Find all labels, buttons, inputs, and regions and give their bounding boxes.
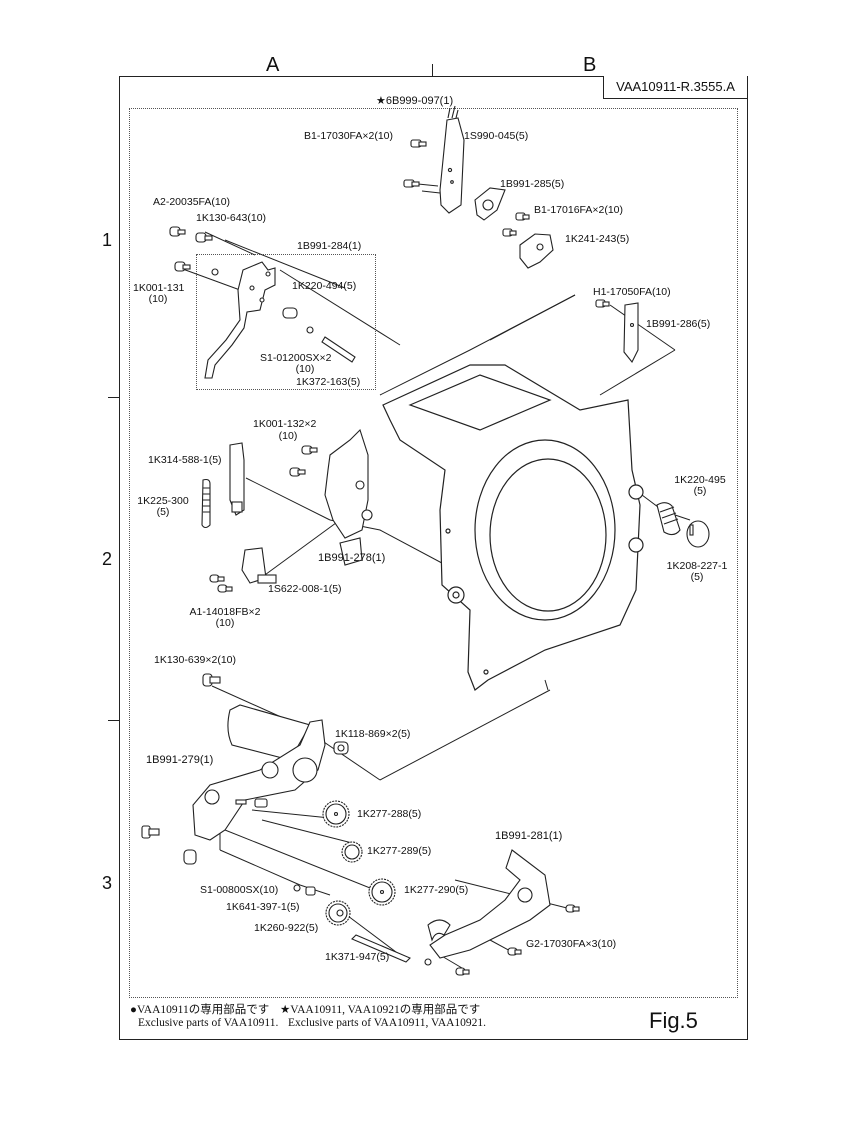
part-label: (5) [690,571,704,583]
part-label: 1K130-639×2(10) [154,654,237,666]
grid-row-3: 3 [102,873,113,893]
part-label: (10) [148,293,168,305]
grid-column-b: B [583,54,597,76]
grid-divider-1-2 [108,397,120,398]
part-label: (10) [295,363,315,375]
part-label: G2-17030FA×3(10) [526,938,617,950]
document-id: VAA10911-R.3555.A [603,76,747,99]
part-label: A2-20035FA(10) [153,196,231,208]
assembly-title: ★6B999-097(1) [376,95,454,107]
part-label: 1K277-288(5) [357,808,422,820]
part-label: (5) [156,506,170,518]
part-label: 1K277-290(5) [404,884,469,896]
drawing-frame [119,76,748,1040]
note-circle-jp: ●VAA10911の専用部品です [130,1004,270,1016]
part-label: (10) [278,430,298,442]
part-label: 1K130-643(10) [196,212,267,224]
part-label: (10) [215,617,235,629]
part-label: 1K220-494(5) [292,280,357,292]
part-label: 1B991-279(1) [146,754,214,766]
grid-row-2: 2 [102,549,113,569]
part-label: 1S990-045(5) [464,130,529,142]
part-label: 1K118-869×2(5) [335,728,411,740]
grid-column-a: A [266,54,280,76]
part-label: 1K260-922(5) [254,922,319,934]
part-label: 1K220-495 [674,474,726,486]
assembly-boundary [129,108,738,998]
part-label: 1K371-947(5) [325,951,390,963]
gears [293,800,411,963]
part-label: A1-14018FB×2 [189,606,261,618]
note-circle-en: Exclusive parts of VAA10911. [138,1017,279,1029]
grid-row-1: 1 [102,230,113,250]
part-label: 1K372-163(5) [296,376,361,388]
part-label: 1K001-132×2 [253,418,317,430]
part-label: 1K277-289(5) [367,845,432,857]
part-label: 1B991-281(1) [495,830,563,842]
figure-label: Fig.5 [649,1008,698,1033]
note-star-jp: ★VAA10911, VAA10921の専用部品です [280,1004,481,1016]
part-label: 1B991-285(5) [500,178,565,190]
part-label: 1K208-227-1 [666,560,728,572]
part-label: H1-17050FA(10) [593,286,671,298]
note-star-en: Exclusive parts of VAA10911, VAA10921. [288,1017,487,1029]
part-label: (5) [693,485,707,497]
part-label: 1B991-278(1) [318,552,386,564]
grid-divider-2-3 [108,720,120,721]
part-label: 1K241-243(5) [565,233,630,245]
part-label: 1K314-588-1(5) [148,454,222,466]
part-label: 1B991-284(1) [297,240,362,252]
part-label: 1K001-131 [133,282,185,294]
part-label: B1-17016FA×2(10) [534,204,624,216]
part-label: 1B991-286(5) [646,318,711,330]
subassembly-boundary [196,254,376,390]
part-label: 1S622-008-1(5) [268,583,342,595]
part-label: B1-17030FA×2(10) [304,130,394,142]
grid-divider-top [432,64,433,76]
part-label: S1-00800SX(10) [200,884,279,896]
part-label: S1-01200SX×2 [260,352,332,364]
part-label: 1K641-397-1(5) [226,901,300,913]
part-label: 1K225-300 [137,495,189,507]
